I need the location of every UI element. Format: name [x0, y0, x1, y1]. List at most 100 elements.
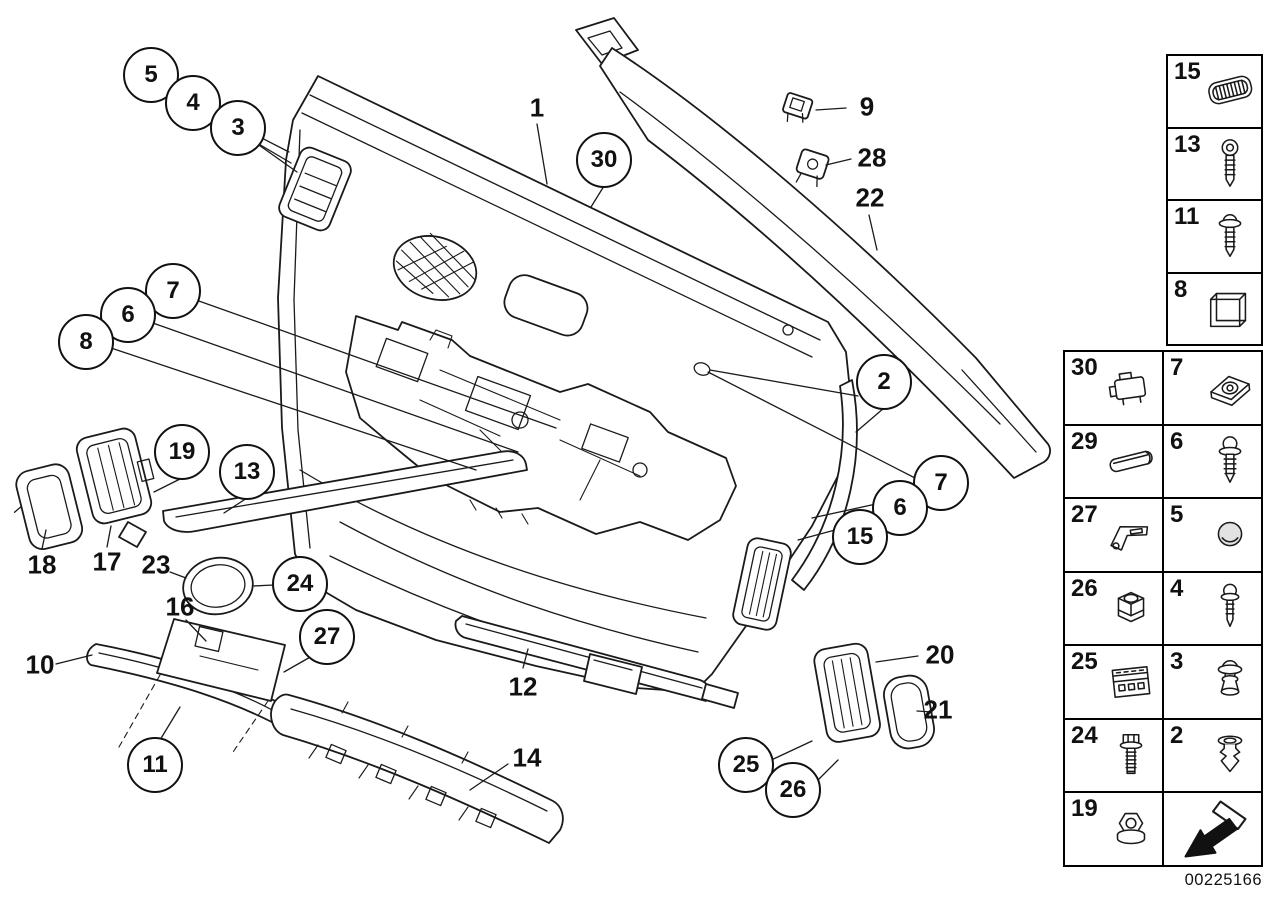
- legend-cell-27[interactable]: 27: [1065, 499, 1162, 571]
- callout-10[interactable]: 10: [25, 649, 55, 680]
- window-lift-mechanism: [345, 315, 737, 541]
- legend-number: 5: [1170, 501, 1184, 529]
- legend-number: 30: [1071, 354, 1098, 381]
- part-21-gasket: [883, 674, 935, 750]
- flange-screw-icon: [1201, 434, 1259, 488]
- legend-number: 15: [1174, 58, 1201, 85]
- legend-number: 11: [1174, 203, 1200, 230]
- expansion-clip-icon: [1201, 729, 1259, 783]
- legend-fasteners-top: 15 13 11 8: [1166, 54, 1263, 346]
- legend-cell-2[interactable]: 2: [1164, 719, 1261, 792]
- legend-cell-4[interactable]: 4: [1164, 572, 1261, 645]
- callout-30[interactable]: 30: [576, 132, 632, 188]
- cage-nut-icon: [1201, 361, 1259, 415]
- legend-number: 6: [1170, 427, 1184, 455]
- washer-screw-icon: [1201, 209, 1259, 263]
- callout-27[interactable]: 27: [299, 609, 355, 665]
- part-14-carrier-strip: [270, 693, 564, 844]
- legend-cell-15[interactable]: 15: [1168, 56, 1261, 127]
- legend-cell-6[interactable]: 6: [1164, 425, 1261, 498]
- dome-cap-icon: [1201, 508, 1259, 562]
- legend-number: 24: [1071, 721, 1098, 749]
- cover-cap-icon: [1201, 282, 1259, 336]
- legend-cell-26[interactable]: 26: [1065, 572, 1162, 645]
- legend-number: 3: [1170, 648, 1184, 676]
- part-19-clip: [118, 521, 147, 548]
- callout-12[interactable]: 12: [508, 671, 538, 702]
- part-16-switch-plate: [118, 618, 286, 756]
- callout-28[interactable]: 28: [857, 142, 887, 173]
- callout-21[interactable]: 21: [923, 694, 953, 725]
- callout-1[interactable]: 1: [529, 92, 545, 123]
- part-9-cap: [782, 92, 814, 123]
- legend-fasteners-main: 30 7 29 6 27 5 26 4 25 3 24 2 19: [1063, 350, 1263, 867]
- legend-cell-arrow[interactable]: [1164, 793, 1261, 865]
- legend-number: 13: [1174, 130, 1201, 158]
- callout-24[interactable]: 24: [272, 556, 328, 612]
- part-23-24-speaker-ring: [182, 556, 254, 616]
- legend-cell-25[interactable]: 25: [1065, 646, 1162, 718]
- legend-cell-19[interactable]: 19: [1065, 793, 1162, 865]
- legend-number: 7: [1170, 354, 1184, 381]
- callout-9[interactable]: 9: [859, 91, 875, 122]
- rivet-grommet-icon: [1201, 655, 1259, 709]
- small-screw-icon: [1201, 581, 1259, 635]
- callout-8[interactable]: 8: [58, 314, 114, 370]
- direction-arrow-icon: [1173, 794, 1253, 864]
- legend-cell-3[interactable]: 3: [1164, 646, 1261, 718]
- fastener-hole: [693, 362, 711, 376]
- callout-5[interactable]: 5: [123, 47, 179, 103]
- legend-number: 26: [1071, 574, 1098, 602]
- callout-14[interactable]: 14: [512, 742, 542, 773]
- legend-cell-8[interactable]: 8: [1168, 273, 1261, 344]
- legend-cell-13[interactable]: 13: [1168, 128, 1261, 199]
- part-12-sill-strip: [454, 615, 739, 709]
- callout-17[interactable]: 17: [92, 546, 122, 577]
- retainer-clip-icon: [1102, 361, 1160, 415]
- callout-25[interactable]: 25: [718, 737, 774, 793]
- legend-cell-5[interactable]: 5: [1164, 499, 1261, 571]
- callout-2[interactable]: 2: [856, 354, 912, 410]
- callout-20[interactable]: 20: [925, 639, 955, 670]
- clip-hole: [782, 324, 794, 336]
- callout-11[interactable]: 11: [127, 737, 183, 793]
- document-number: 00225166: [1184, 871, 1262, 889]
- legend-number: 27: [1071, 501, 1098, 529]
- part-20-vent-grille: [813, 642, 881, 743]
- part-2-edge-trim: [791, 379, 858, 591]
- legend-cell-30[interactable]: 30: [1065, 352, 1162, 424]
- door-pull-recess: [503, 274, 589, 337]
- damper-strip-icon: [1102, 434, 1160, 488]
- part-22-sill-strip: [575, 17, 1051, 479]
- part-28-switch: [795, 148, 830, 188]
- legend-number: 25: [1071, 648, 1098, 676]
- callout-3[interactable]: 3: [210, 100, 266, 156]
- callout-15[interactable]: 15: [832, 509, 888, 565]
- legend-cell-7[interactable]: 7: [1164, 352, 1261, 424]
- hex-bolt-icon: [1102, 729, 1160, 783]
- legend-number: 2: [1170, 721, 1184, 749]
- callout-13[interactable]: 13: [219, 444, 275, 500]
- legend-cell-11[interactable]: 11: [1168, 201, 1261, 272]
- callout-23[interactable]: 23: [141, 549, 171, 580]
- emblem-plate-icon: [1201, 64, 1259, 118]
- legend-cell-29[interactable]: 29: [1065, 425, 1162, 498]
- part-17-vent-grille: [75, 427, 155, 525]
- callout-22[interactable]: 22: [855, 182, 885, 213]
- legend-number: 29: [1071, 427, 1098, 455]
- callout-16[interactable]: 16: [165, 591, 195, 622]
- inner-vent-right: [732, 537, 792, 631]
- callout-26[interactable]: 26: [765, 762, 821, 818]
- callout-18[interactable]: 18: [27, 549, 57, 580]
- legend-number: 4: [1170, 574, 1184, 602]
- legend-cell-24[interactable]: 24: [1065, 719, 1162, 792]
- legend-number: 19: [1071, 795, 1098, 823]
- upper-speaker: [392, 232, 478, 301]
- bracket-icon: [1102, 508, 1160, 562]
- part-3-4-5-vent: [278, 146, 352, 232]
- callout-19[interactable]: 19: [154, 424, 210, 480]
- pan-screw-icon: [1201, 137, 1259, 191]
